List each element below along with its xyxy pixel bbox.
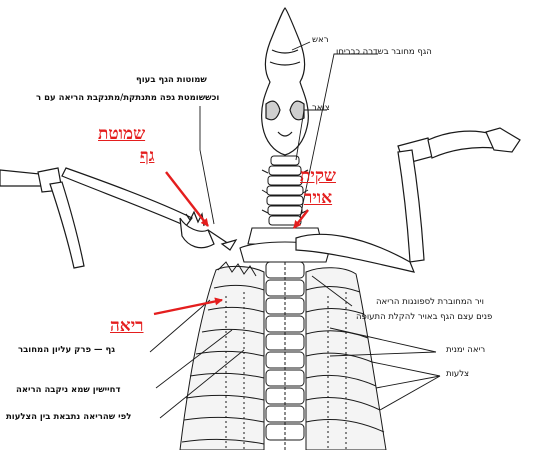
- skull: [262, 8, 309, 155]
- red-label-wing-drop-2: גף: [140, 148, 154, 166]
- right-lung-ribs: [306, 268, 386, 450]
- red-label-lung: ריאה: [110, 318, 144, 336]
- label-ribs: צלעות: [446, 370, 469, 379]
- label-air-sac-note-1: ויר המחוברת לספונגות הריאה: [376, 298, 484, 307]
- red-label-wing-drop-1: שמוטת: [98, 126, 145, 144]
- label-head: ראש: [312, 36, 329, 45]
- label-pierce-note: דחיישין שמא ניקבה הריאה: [16, 386, 121, 395]
- spine: [266, 262, 304, 450]
- label-right-lung: ריאה ימנית: [446, 346, 485, 355]
- label-wing-bend-title: שמוטות הגף בעוף: [136, 76, 207, 85]
- red-label-air-sac-2: אויר: [304, 190, 332, 208]
- label-ribs-note: לפי שהריאה נתבאת בין הצלעות: [6, 413, 131, 422]
- label-wing-bend-desc: וכששומטת גפה מתנתקת/מתנקבת הריאה עם ר: [36, 94, 219, 103]
- left-lung-ribs: [180, 262, 264, 450]
- red-label-air-sac-1: שקית: [300, 168, 336, 186]
- label-limb-note: גף — פרק עליון המחובר: [18, 346, 115, 355]
- label-neck: צואר: [312, 104, 330, 113]
- label-spine-note: הגף מחובר בשדרה כבריחו: [336, 48, 432, 57]
- label-air-sac-note-2: פנים עצם הגף באויר להקלת התעופה: [356, 313, 492, 322]
